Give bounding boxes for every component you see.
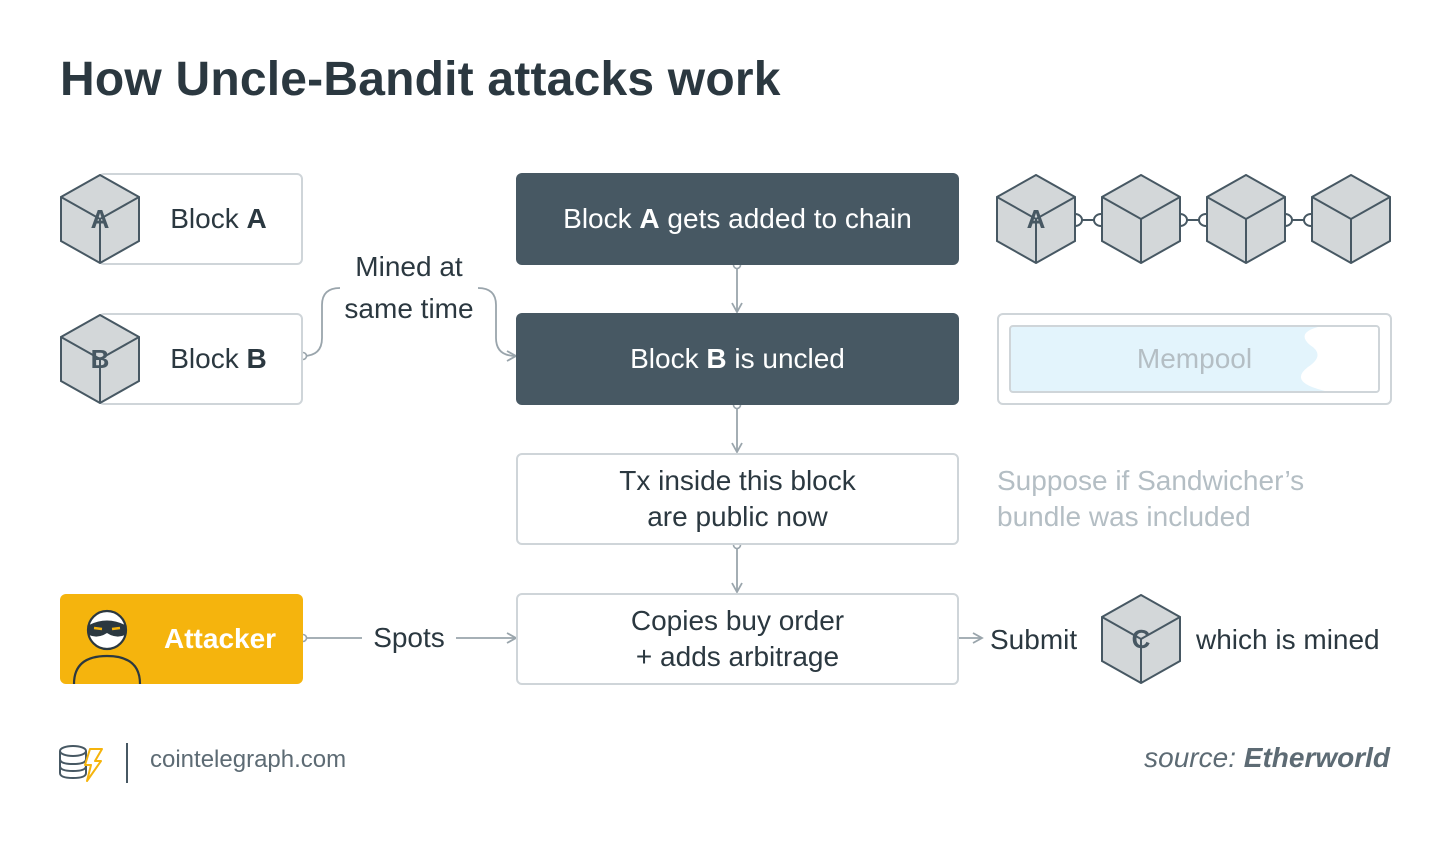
mempool-label: Mempool xyxy=(1136,343,1253,374)
cointelegraph-logo-icon xyxy=(59,745,103,782)
step-tx-public: Tx inside this block are public now xyxy=(516,453,959,545)
mempool-spill-shape xyxy=(1301,327,1378,391)
submit-label: Submit xyxy=(990,624,1078,655)
mined-same-time-label: Mined at same time xyxy=(344,251,474,324)
cube-icon xyxy=(1101,174,1181,264)
site-name: cointelegraph.com xyxy=(150,746,347,773)
step-block-a-added: Block A gets added to chain xyxy=(516,173,959,265)
cube-icon xyxy=(60,174,140,264)
page-title: How Uncle-Bandit attacks work xyxy=(60,53,781,106)
chain-cube-a-letter: A xyxy=(1026,204,1046,234)
attacker-label: Attacker xyxy=(164,623,277,654)
block-a-label: Block A xyxy=(170,203,267,234)
block-a-cube-letter: A xyxy=(90,204,110,234)
mempool-container: Mempool xyxy=(997,313,1392,405)
attacker-card: Attacker xyxy=(60,594,303,684)
sandwicher-note: Suppose if Sandwicher’s bundle was inclu… xyxy=(997,465,1305,532)
which-is-mined-label: which is mined xyxy=(1196,624,1380,655)
cube-icon xyxy=(1311,174,1391,264)
block-b-label: Block B xyxy=(170,343,267,374)
block-a-card: Block A xyxy=(98,173,303,265)
step-block-b-uncled: Block B is uncled xyxy=(516,313,959,405)
source-credit: source: Etherworld xyxy=(1144,742,1390,773)
cube-icon xyxy=(60,314,140,404)
step-copies-buy-order: Copies buy order + adds arbitrage xyxy=(516,593,959,685)
cube-icon xyxy=(996,174,1076,264)
bracket-left xyxy=(302,287,341,357)
spots-label: Spots xyxy=(373,622,445,653)
mempool-pool: Mempool xyxy=(1009,325,1380,393)
cube-icon xyxy=(1101,594,1181,684)
bracket-right-arrow xyxy=(477,287,518,362)
cube-icon xyxy=(1206,174,1286,264)
block-b-cube-letter: B xyxy=(90,344,110,374)
submit-cube-letter: C xyxy=(1131,624,1151,654)
attacker-avatar-icon xyxy=(72,609,142,684)
footer-divider xyxy=(126,743,128,783)
